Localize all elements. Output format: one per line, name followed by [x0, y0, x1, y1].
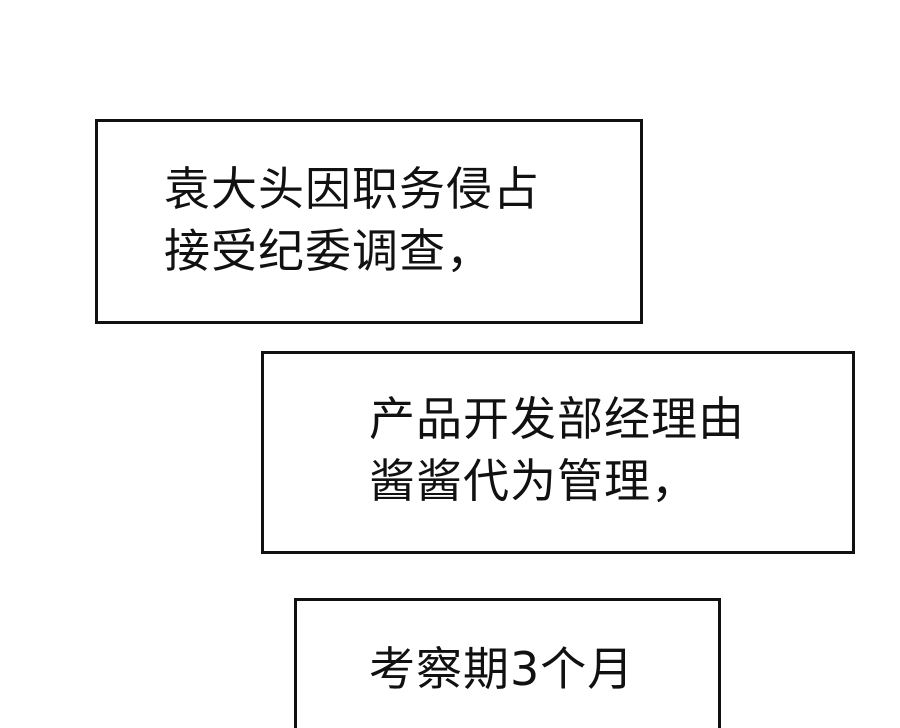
caption-line: 酱酱代为管理，: [369, 454, 698, 508]
caption-line: 袁大头因职务侵占: [164, 162, 540, 216]
caption-box-2: 产品开发部经理由 酱酱代为管理，: [261, 351, 855, 554]
caption-text-1: 袁大头因职务侵占 接受纪委调查，: [164, 158, 540, 282]
caption-line: 考察期3个月: [369, 642, 635, 696]
caption-text-2: 产品开发部经理由 酱酱代为管理，: [369, 388, 745, 512]
caption-text-3: 考察期3个月: [369, 638, 634, 700]
caption-box-3: 考察期3个月: [294, 598, 721, 728]
caption-box-1: 袁大头因职务侵占 接受纪委调查，: [95, 119, 643, 324]
caption-line: 产品开发部经理由: [369, 392, 745, 446]
caption-line: 接受纪委调查，: [164, 224, 493, 278]
